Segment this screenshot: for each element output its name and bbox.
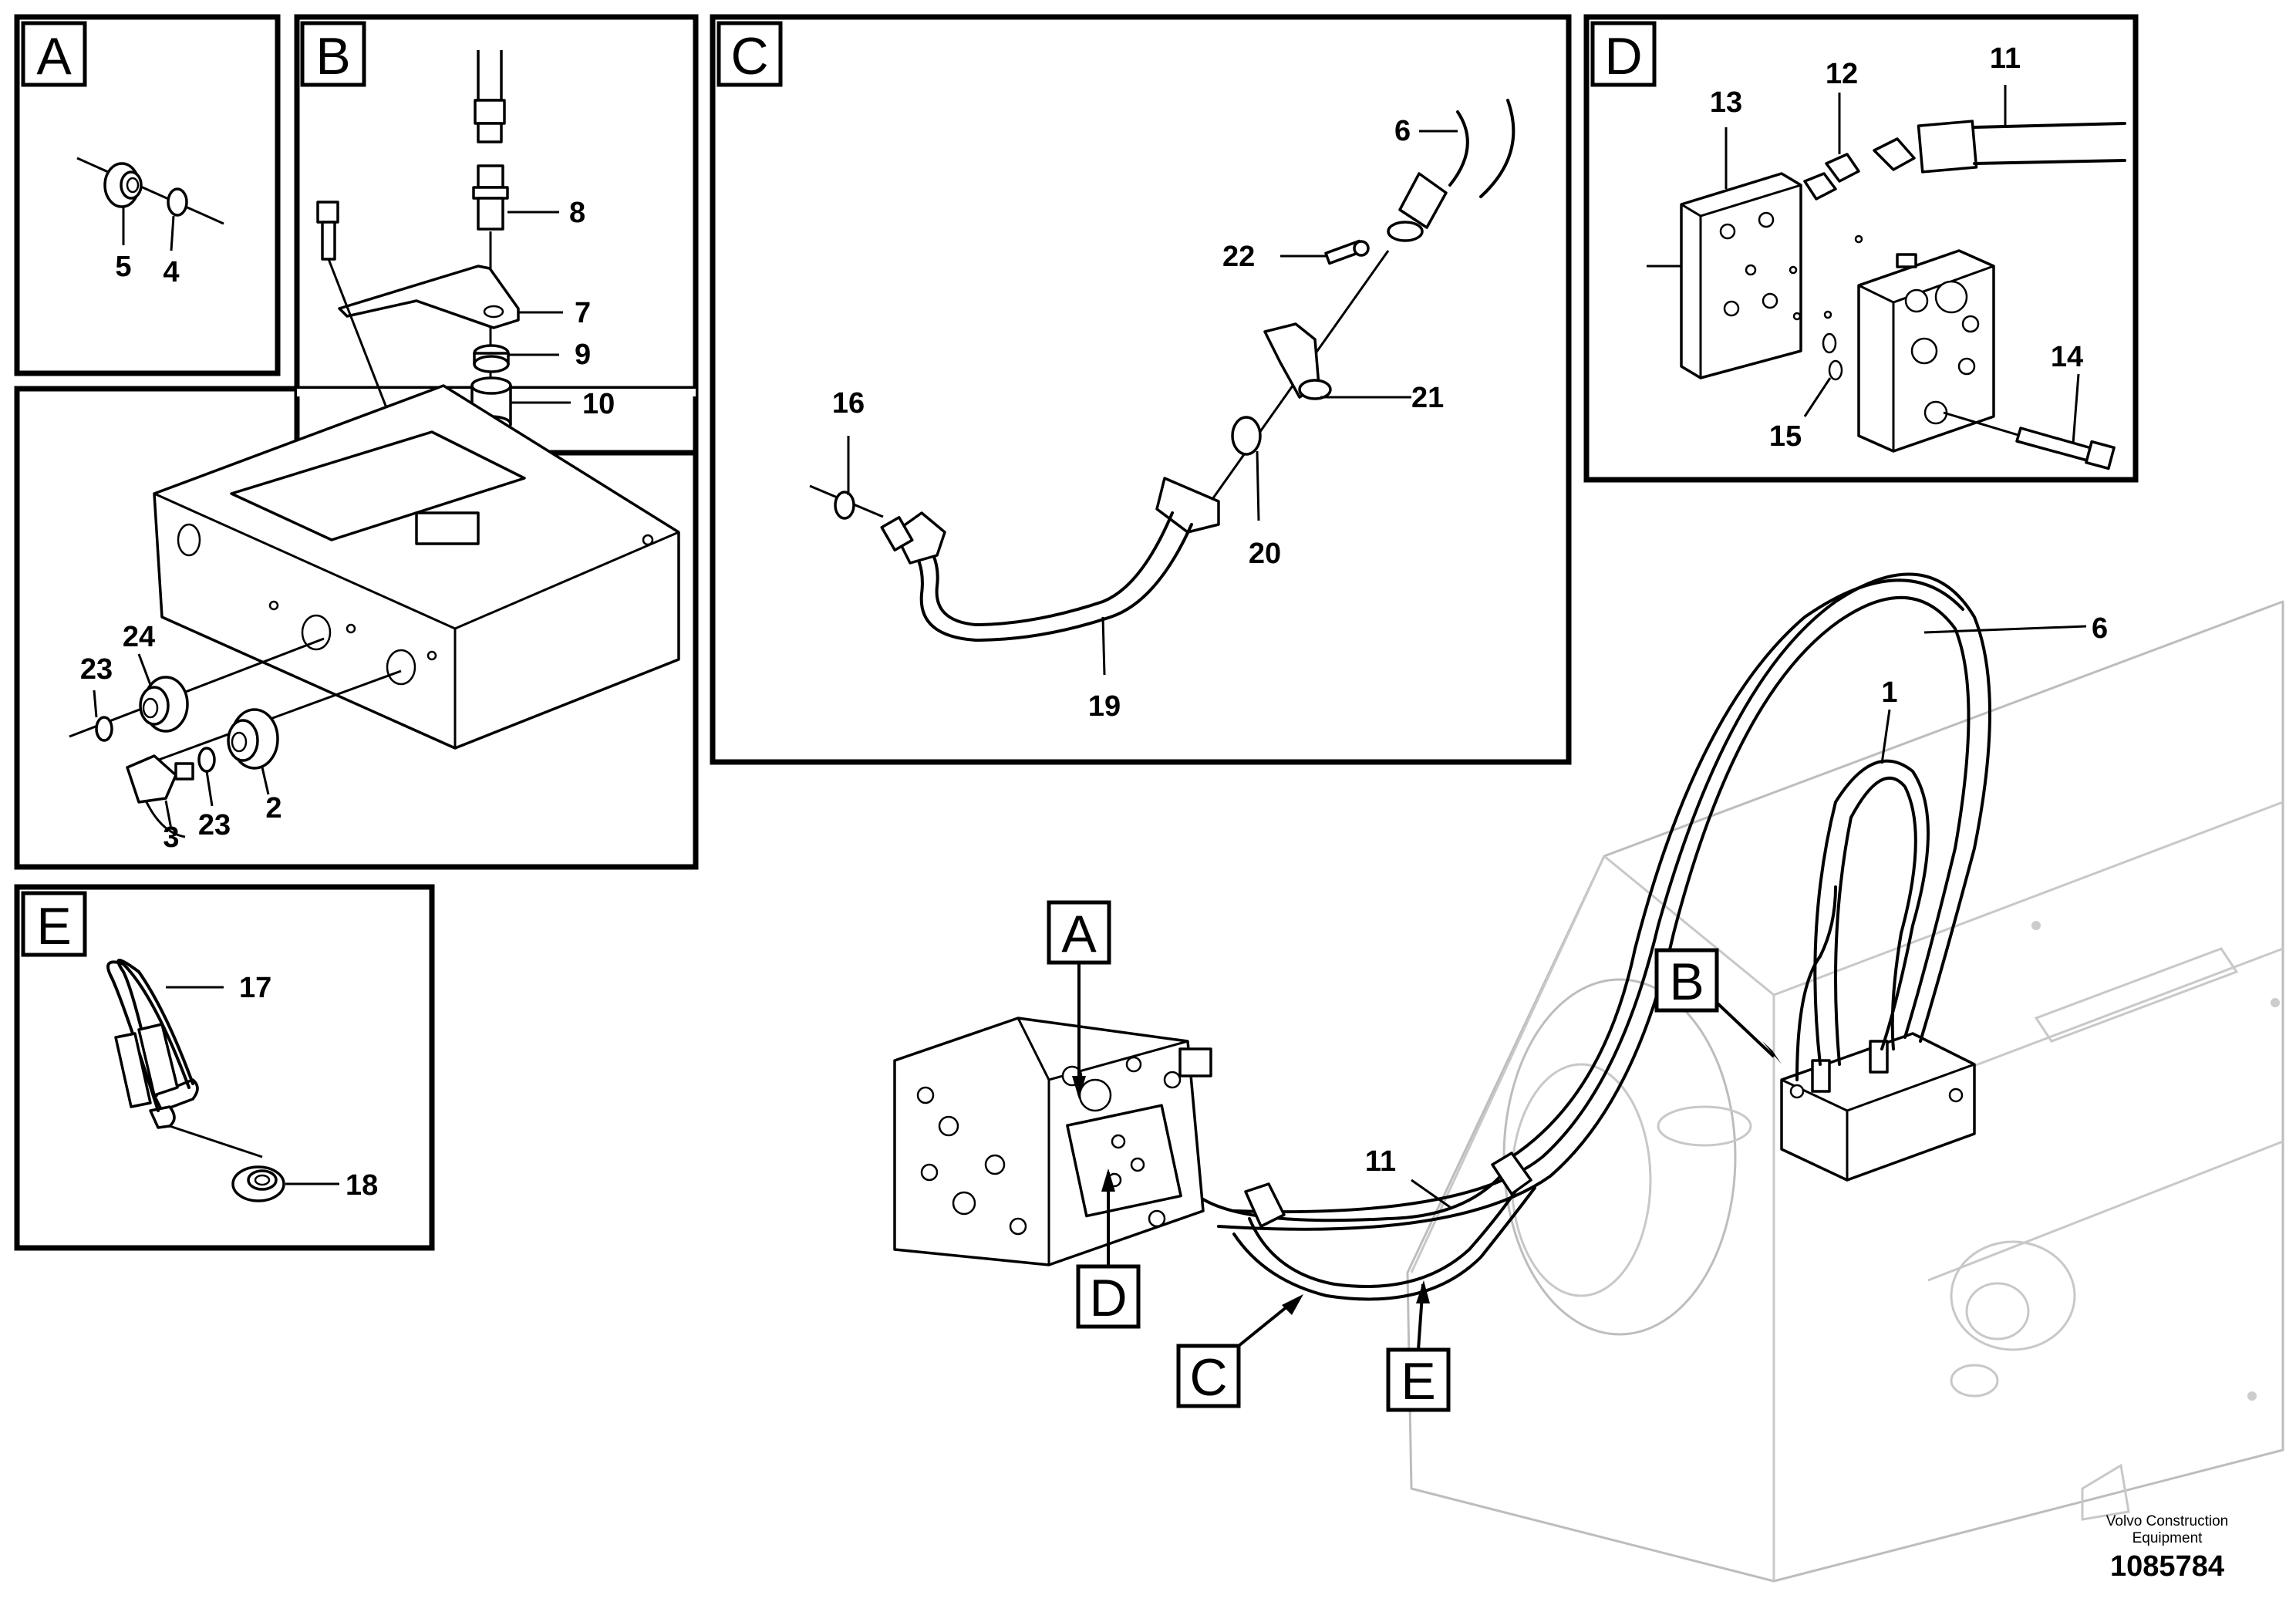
tie-strap-part-17 — [106, 959, 199, 1129]
callout-2: 2 — [265, 792, 282, 824]
callout-9: 9 — [575, 339, 591, 371]
hose-part-11 — [1873, 120, 2126, 174]
callout-15: 15 — [1769, 420, 1802, 453]
o-ring-part-23 — [95, 716, 113, 742]
bracket-part-7 — [338, 265, 520, 329]
panel-e: E 17 18 — [14, 884, 435, 1251]
callout-10: 10 — [582, 388, 615, 420]
maker-name-line2: Equipment — [2132, 1530, 2203, 1546]
drawing-footer: Volvo Construction Equipment 1085784 — [2067, 1513, 2267, 1583]
tag-e-overview: E — [1386, 1280, 1451, 1412]
callout-19: 19 — [1088, 690, 1121, 723]
callout-6-c: 6 — [1394, 115, 1411, 147]
washer-part-9 — [473, 344, 510, 373]
panel-b-letter: B — [315, 27, 350, 86]
grommet-part-18 — [231, 1165, 285, 1202]
bolt-part-22 — [1324, 239, 1370, 265]
callout-5: 5 — [115, 251, 131, 283]
hose-1-overview — [1795, 759, 1930, 1081]
panel-b-tag — [300, 21, 366, 87]
bolt — [316, 201, 339, 261]
manifold-block — [153, 384, 680, 750]
tag-e-letter: E — [1401, 1352, 1435, 1411]
o-ring-part-15a — [1822, 332, 1837, 354]
panel-c: C 6 22 21 20 — [710, 14, 1572, 765]
hose-6-overview — [1217, 572, 1991, 1231]
panel-c-tag — [716, 21, 783, 87]
o-ring-part-23b — [197, 747, 216, 773]
tag-b-letter: B — [1669, 953, 1704, 1011]
callout-6-overview: 6 — [2092, 612, 2108, 645]
callout-11-overview: 11 — [1365, 1145, 1396, 1178]
callout-16: 16 — [832, 387, 865, 420]
panel-c-letter: C — [730, 27, 768, 86]
callout-18: 18 — [346, 1169, 378, 1202]
tag-a-letter: A — [1061, 905, 1097, 963]
tube-part-19 — [880, 477, 1220, 642]
tag-c-overview: C — [1176, 1294, 1303, 1408]
clamp-part-21 — [1263, 322, 1332, 400]
tag-d-letter: D — [1089, 1269, 1127, 1327]
callout-1-overview: 1 — [1881, 676, 1897, 709]
manifold-plate-part-13 — [1680, 172, 1802, 379]
o-ring-part-20 — [1231, 416, 1262, 456]
callout-23b: 23 — [198, 809, 231, 841]
o-ring-part-4 — [167, 187, 188, 217]
o-ring-part-15b — [1828, 359, 1843, 381]
callout-3: 3 — [163, 821, 179, 854]
test-coupling-part-3 — [126, 754, 194, 838]
bolt-part-14 — [1943, 411, 2116, 470]
seal-plug-part-24 — [139, 676, 189, 733]
callout-11-d: 11 — [1990, 42, 2021, 75]
callout-20: 20 — [1249, 538, 1281, 570]
panel-d-tag — [1590, 21, 1657, 87]
tag-a-overview: A — [1047, 900, 1111, 1099]
callout-17: 17 — [239, 972, 271, 1004]
callout-4: 4 — [163, 256, 179, 288]
panel-a-tag — [21, 21, 87, 87]
hose-part-6 — [1387, 99, 1515, 242]
panel-b: B 8 7 — [14, 14, 699, 870]
callout-14: 14 — [2051, 341, 2083, 373]
fitting-part-8 — [472, 164, 509, 231]
adapter-part-12 — [1803, 153, 1860, 201]
valve-section — [1789, 234, 1995, 453]
panel-e-letter: E — [36, 897, 71, 956]
callout-8: 8 — [569, 197, 585, 229]
tag-b-overview: B — [1654, 948, 1782, 1064]
seal-plug-part-5 — [76, 157, 224, 225]
callout-21: 21 — [1411, 382, 1444, 414]
overview-machine: 6 1 11 A B D C — [893, 572, 2284, 1583]
seal-plug-part-2 — [227, 708, 279, 770]
callout-13: 13 — [1710, 86, 1742, 119]
tag-d-overview: D — [1076, 1168, 1141, 1329]
panel-a: A 5 4 — [14, 14, 281, 376]
callout-23: 23 — [80, 653, 113, 686]
panel-e-tag — [21, 891, 87, 957]
drawing-number: 1085784 — [2110, 1550, 2224, 1583]
hose-end — [474, 50, 506, 143]
callout-22: 22 — [1222, 241, 1255, 273]
panel-d: D 13 12 11 — [1583, 14, 2139, 483]
panel-a-letter: A — [36, 27, 72, 86]
hose-11-overview — [1202, 1152, 1536, 1301]
callout-24: 24 — [123, 621, 155, 653]
maker-name-line1: Volvo Construction — [2106, 1513, 2229, 1529]
callout-12: 12 — [1826, 58, 1858, 90]
tag-c-letter: C — [1189, 1348, 1227, 1407]
control-valve — [893, 1017, 1212, 1266]
callout-7: 7 — [575, 297, 591, 329]
o-ring-part-16 — [834, 491, 855, 520]
panel-d-letter: D — [1604, 27, 1642, 86]
manifold-block-overview — [1780, 1032, 1976, 1182]
